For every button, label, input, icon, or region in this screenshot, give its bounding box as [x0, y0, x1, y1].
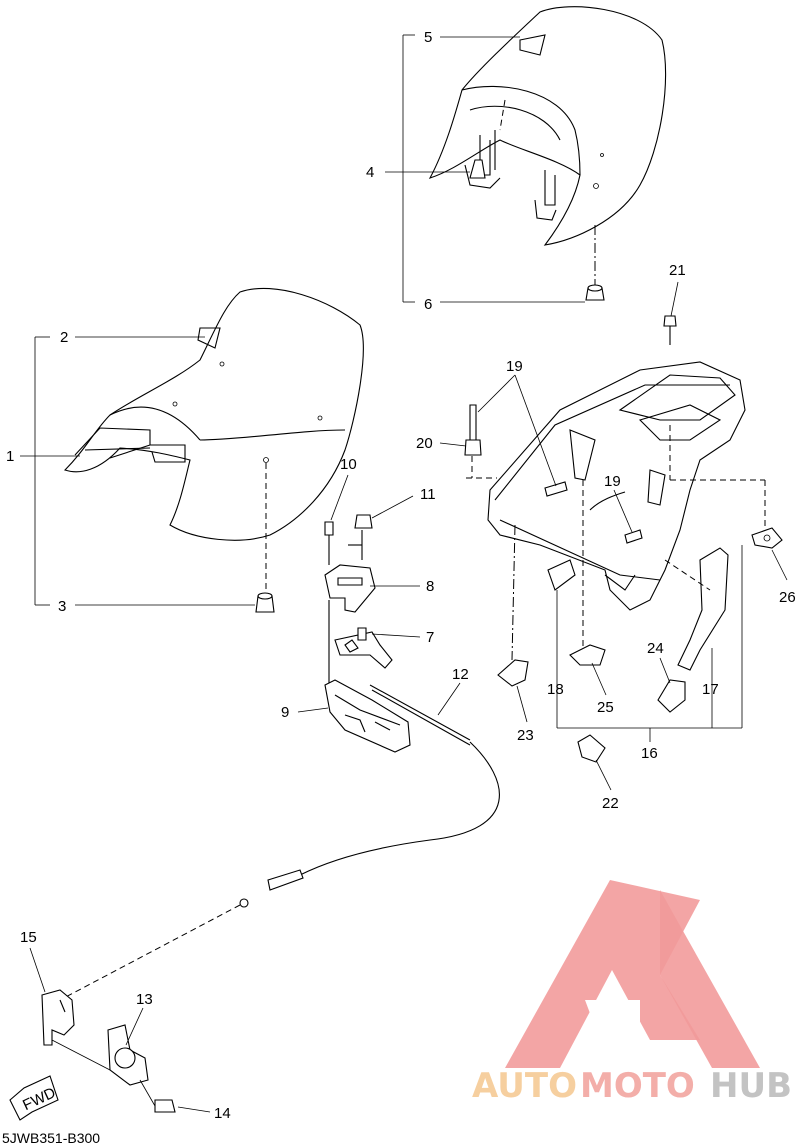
callout-22: 22	[602, 795, 619, 812]
callout-19a: 19	[506, 358, 523, 375]
watermark-text-auto: AUTO	[472, 1066, 577, 1106]
callout-24: 24	[647, 640, 664, 657]
leader-lines	[20, 34, 788, 1113]
callout-13: 13	[136, 991, 153, 1008]
callout-8: 8	[426, 578, 434, 595]
watermark-text-moto: MOTO	[580, 1066, 695, 1106]
seat-lock-cable-drawing	[59, 684, 500, 1001]
callout-25: 25	[597, 699, 614, 716]
part-number-callouts: 1 2 3 4 5 6 7 8 9 10 11 12 13 14 15 16 1…	[6, 29, 796, 1122]
callout-2: 2	[60, 329, 68, 346]
callout-19b: 19	[604, 473, 621, 490]
callout-5: 5	[424, 29, 432, 46]
callout-9: 9	[281, 704, 289, 721]
seat-lock-bracket-drawing	[324, 514, 411, 753]
callout-20: 20	[416, 435, 433, 452]
callout-23: 23	[517, 727, 534, 744]
callout-17: 17	[702, 681, 719, 698]
callout-10: 10	[340, 456, 357, 473]
callout-21: 21	[669, 262, 686, 279]
front-seat-drawing	[63, 287, 364, 613]
callout-15: 15	[20, 929, 37, 946]
forward-arrow-icon: FWD	[9, 1075, 59, 1121]
callout-7: 7	[426, 629, 434, 646]
callout-6: 6	[424, 296, 432, 313]
diagram-code: 5JWB351-B300	[2, 1130, 100, 1146]
callout-4: 4	[366, 164, 374, 181]
callout-1: 1	[6, 448, 14, 465]
watermark-text-hub: HUB	[710, 1066, 792, 1106]
callout-11: 11	[420, 486, 436, 503]
rear-carrier-drawing	[464, 315, 783, 763]
seat-latch-drawing	[41, 989, 176, 1113]
watermark-logo: AUTO MOTO HUB	[472, 880, 792, 1106]
rear-seat-drawing	[428, 6, 667, 301]
callout-3: 3	[58, 598, 66, 615]
callout-14: 14	[214, 1105, 231, 1122]
callout-12: 12	[452, 666, 469, 683]
callout-16: 16	[641, 745, 658, 762]
callout-26: 26	[779, 589, 796, 606]
callout-18: 18	[547, 681, 564, 698]
